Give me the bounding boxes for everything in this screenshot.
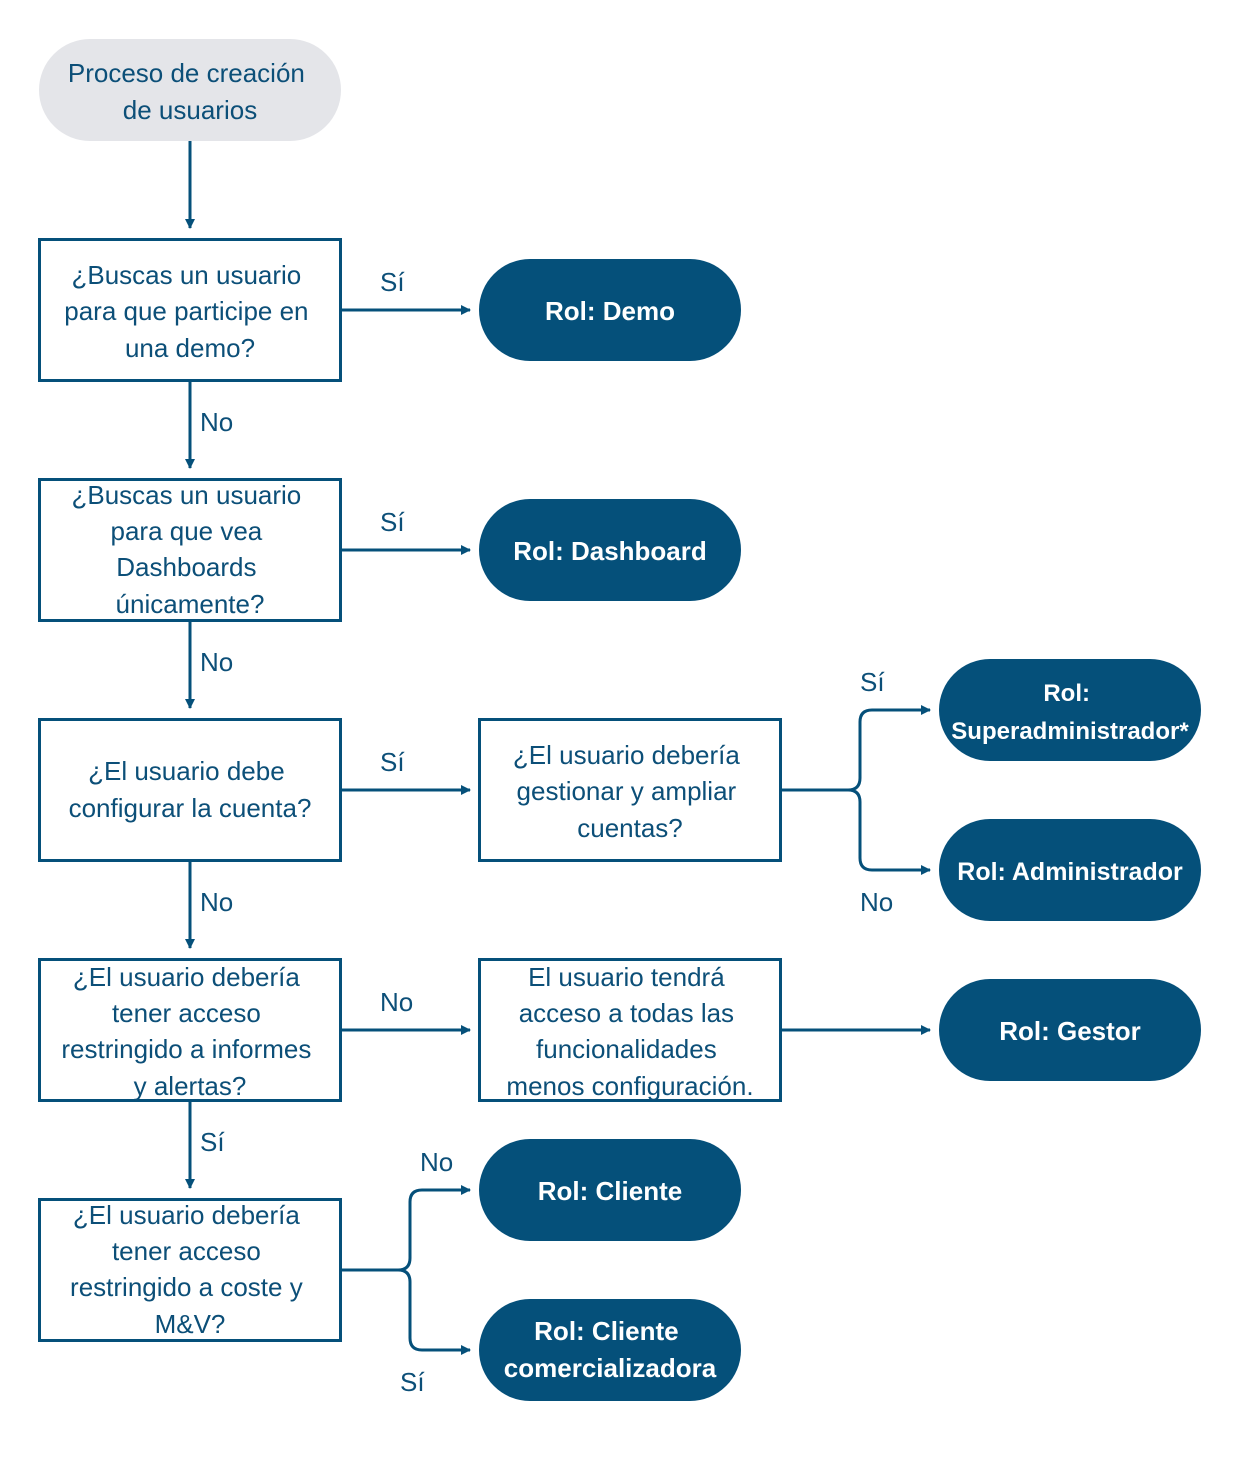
edge-label-informes-no: No bbox=[380, 987, 413, 1017]
decision-gestionar-line-3: cuentas? bbox=[577, 813, 683, 843]
decision-coste-line-4: M&V? bbox=[155, 1309, 226, 1339]
role-demo-shape bbox=[479, 259, 741, 361]
edge-label-dashboard-no: No bbox=[200, 647, 233, 677]
role-gestor-label: Rol: Gestor bbox=[999, 1016, 1141, 1046]
decision-informes-line-1: ¿El usuario debería bbox=[73, 962, 300, 992]
decision-gestionar-label: ¿El usuario debería gestionar y ampliar … bbox=[513, 740, 747, 843]
decision-demo: ¿Buscas un usuario para que participe en… bbox=[38, 238, 342, 382]
edge-label-configurar-no: No bbox=[200, 887, 233, 917]
role-dashboard-label: Rol: Dashboard bbox=[513, 536, 707, 566]
edge-label-gestionar-yes: Sí bbox=[860, 667, 885, 697]
edge-label-dashboard-yes: Sí bbox=[380, 507, 405, 537]
edge-label-coste-no: No bbox=[420, 1147, 453, 1177]
role-superadmin-shape bbox=[939, 659, 1201, 761]
role-cliente-comercializadora-line-1: Rol: Cliente bbox=[534, 1316, 678, 1346]
info-gestor-description-line-2: acceso a todas las bbox=[519, 998, 734, 1028]
decision-configurar-line-2: configurar la cuenta? bbox=[69, 793, 312, 823]
role-superadmin-label: Rol: Superadministrador* bbox=[951, 680, 1189, 745]
role-cliente-label: Rol: Cliente bbox=[538, 1176, 682, 1206]
edge-label-coste-yes: Sí bbox=[400, 1367, 425, 1397]
edge-label-demo-yes: Sí bbox=[380, 267, 405, 297]
decision-demo-line-1: ¿Buscas un usuario bbox=[71, 260, 301, 290]
role-cliente-comercializadora: Rol: Cliente comercializadora bbox=[479, 1299, 741, 1401]
info-gestor-description-box bbox=[478, 958, 782, 1102]
decision-gestionar-line-1: ¿El usuario debería bbox=[513, 740, 740, 770]
decision-demo-label: ¿Buscas un usuario para que participe en… bbox=[64, 260, 316, 363]
edge-label-gestionar-no: No bbox=[860, 887, 893, 917]
edge-label-configurar-yes: Sí bbox=[380, 747, 405, 777]
decision-dashboard-label: ¿Buscas un usuario para que vea Dashboar… bbox=[71, 480, 308, 619]
decision-gestionar: ¿El usuario debería gestionar y ampliar … bbox=[478, 718, 782, 862]
decision-coste-line-3: restringido a coste y bbox=[70, 1272, 303, 1302]
role-cliente-line-1: Rol: Cliente bbox=[538, 1176, 682, 1206]
decision-informes-line-3: restringido a informes bbox=[61, 1034, 311, 1064]
role-dashboard-line-1: Rol: Dashboard bbox=[513, 536, 707, 566]
decision-dashboard-line-4: únicamente? bbox=[116, 589, 265, 619]
decision-gestionar-box bbox=[478, 718, 782, 862]
role-cliente-comercializadora-shape bbox=[479, 1299, 741, 1401]
role-admin-line-1: Rol: Administrador bbox=[957, 858, 1183, 886]
decision-configurar-box bbox=[38, 718, 342, 862]
role-demo: Rol: Demo bbox=[479, 259, 741, 361]
decision-demo-line-3: una demo? bbox=[125, 333, 255, 363]
decision-coste-label: ¿El usuario debería tener acceso restrin… bbox=[70, 1200, 310, 1339]
role-gestor: Rol: Gestor bbox=[939, 979, 1201, 1081]
role-admin-label: Rol: Administrador bbox=[957, 858, 1183, 886]
role-cliente: Rol: Cliente bbox=[479, 1139, 741, 1241]
connector-gestionar-no bbox=[847, 788, 931, 875]
decision-coste-line-2: tener acceso bbox=[112, 1236, 261, 1266]
info-gestor-description-line-1: El usuario tendrá bbox=[528, 962, 725, 992]
role-demo-line-1: Rol: Demo bbox=[545, 296, 675, 326]
decision-coste-line-1: ¿El usuario debería bbox=[73, 1200, 300, 1230]
start-node-line-1: Proceso de creación bbox=[68, 58, 305, 88]
decision-coste: ¿El usuario debería tener acceso restrin… bbox=[38, 1198, 342, 1342]
role-dashboard: Rol: Dashboard bbox=[479, 499, 741, 601]
decision-dashboard-line-2: para que vea bbox=[110, 516, 262, 546]
role-cliente-comercializadora-line-2: comercializadora bbox=[504, 1353, 717, 1383]
connector-coste-no bbox=[341, 1185, 471, 1272]
decision-informes-label: ¿El usuario debería tener acceso restrin… bbox=[61, 962, 318, 1101]
role-dashboard-shape bbox=[479, 499, 741, 601]
decision-configurar-line-1: ¿El usuario debe bbox=[88, 756, 285, 786]
connectors bbox=[185, 141, 931, 1355]
start-node-label: Proceso de creación de usuarios bbox=[68, 58, 312, 125]
decision-dashboard: ¿Buscas un usuario para que vea Dashboar… bbox=[38, 478, 342, 622]
info-gestor-description-label: El usuario tendrá acceso a todas las fun… bbox=[506, 962, 753, 1101]
decision-informes-line-2: tener acceso bbox=[112, 998, 261, 1028]
decision-informes-line-4: y alertas? bbox=[134, 1071, 247, 1101]
decision-informes-box bbox=[38, 958, 342, 1102]
start-node-shape bbox=[39, 39, 341, 141]
decision-configurar: ¿El usuario debe configurar la cuenta? bbox=[38, 718, 342, 862]
decision-coste-box bbox=[38, 1198, 342, 1342]
edge-label-demo-no: No bbox=[200, 407, 233, 437]
info-gestor-description: El usuario tendrá acceso a todas las fun… bbox=[478, 958, 782, 1102]
decision-gestionar-line-2: gestionar y ampliar bbox=[517, 776, 737, 806]
info-gestor-description-line-3: funcionalidades bbox=[536, 1034, 717, 1064]
decision-demo-box bbox=[38, 238, 342, 382]
decision-demo-line-2: para que participe en bbox=[64, 296, 308, 326]
decision-dashboard-line-1: ¿Buscas un usuario bbox=[71, 480, 301, 510]
role-superadmin-line-2: Superadministrador* bbox=[951, 718, 1189, 745]
role-superadmin: Rol: Superadministrador* bbox=[939, 659, 1201, 761]
info-gestor-description-line-4: menos configuración. bbox=[506, 1071, 753, 1101]
start-node-line-2: de usuarios bbox=[123, 95, 257, 125]
role-superadmin-line-1: Rol: bbox=[1043, 680, 1090, 707]
role-gestor-shape bbox=[939, 979, 1201, 1081]
connector-gestionar-yes bbox=[781, 705, 931, 792]
start-node: Proceso de creación de usuarios bbox=[39, 39, 341, 141]
role-cliente-comercializadora-label: Rol: Cliente comercializadora bbox=[504, 1316, 717, 1383]
role-demo-label: Rol: Demo bbox=[545, 296, 675, 326]
role-admin-shape bbox=[939, 819, 1201, 921]
edge-label-informes-yes: Sí bbox=[200, 1127, 225, 1157]
decision-configurar-label: ¿El usuario debe configurar la cuenta? bbox=[69, 756, 312, 823]
role-admin: Rol: Administrador bbox=[939, 819, 1201, 921]
decision-dashboard-line-3: Dashboards bbox=[116, 552, 256, 582]
decision-informes: ¿El usuario debería tener acceso restrin… bbox=[38, 958, 342, 1102]
role-gestor-line-1: Rol: Gestor bbox=[999, 1016, 1141, 1046]
edge-labels: Sí No Sí No Sí No Sí No No Sí No Sí bbox=[200, 267, 893, 1397]
connector-coste-yes bbox=[397, 1268, 471, 1355]
decision-dashboard-box bbox=[38, 478, 342, 622]
role-cliente-shape bbox=[479, 1139, 741, 1241]
